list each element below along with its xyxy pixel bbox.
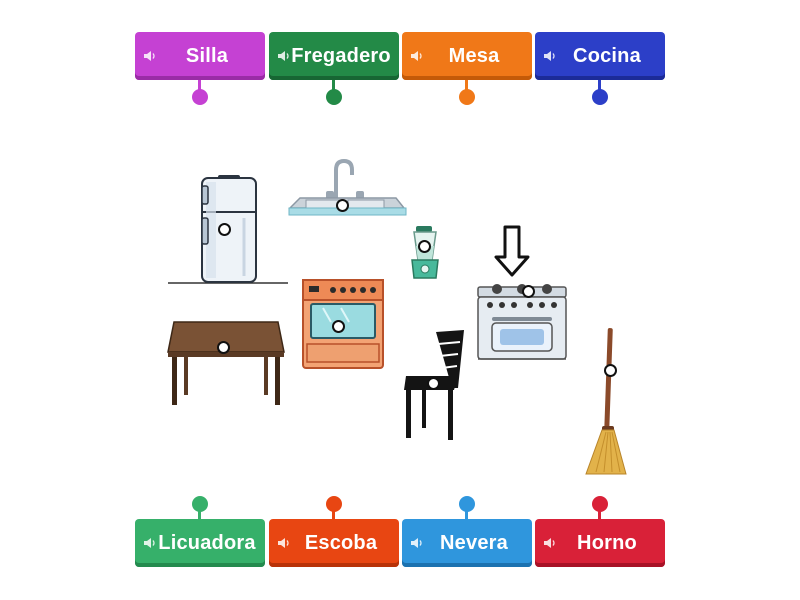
tile-stem [198, 80, 201, 93]
broom-image [585, 328, 627, 475]
arrow-icon [494, 225, 530, 277]
tile-mesa[interactable]: Mesa [402, 32, 532, 80]
tile-label: Cocina [573, 44, 641, 67]
hotspot-circle[interactable] [218, 223, 231, 236]
tile-label: Mesa [448, 44, 500, 67]
tile-label: Nevera [440, 531, 508, 554]
chair-image [404, 330, 464, 440]
tile-licuadora[interactable]: Licuadora [135, 519, 265, 567]
refrigerator-image [168, 175, 288, 284]
tile-label: Escoba [304, 531, 378, 554]
speaker-icon[interactable] [410, 536, 424, 550]
hotspot-circle[interactable] [522, 285, 535, 298]
tile-connector[interactable] [192, 89, 208, 105]
tile-fregadero[interactable]: Fregadero [269, 32, 399, 80]
tile-label: Horno [577, 531, 637, 554]
tile-connector[interactable] [459, 496, 475, 512]
hotspot-circle[interactable] [604, 364, 617, 377]
hotspot-circle[interactable] [427, 377, 440, 390]
tile-horno[interactable]: Horno [535, 519, 665, 567]
tile-nevera[interactable]: Nevera [402, 519, 532, 567]
hotspot-circle[interactable] [418, 240, 431, 253]
tile-connector[interactable] [192, 496, 208, 512]
tile-label: Fregadero [291, 44, 391, 67]
tile-connector[interactable] [592, 89, 608, 105]
speaker-icon[interactable] [143, 49, 157, 63]
tile-connector[interactable] [326, 89, 342, 105]
tile-escoba[interactable]: Escoba [269, 519, 399, 567]
hotspot-circle[interactable] [336, 199, 349, 212]
tile-stem [598, 80, 601, 93]
speaker-icon[interactable] [143, 536, 157, 550]
tile-stem [465, 80, 468, 93]
speaker-icon[interactable] [543, 49, 557, 63]
speaker-icon[interactable] [277, 536, 291, 550]
tile-stem [332, 507, 335, 520]
tile-label: Silla [185, 44, 229, 67]
tile-stem [598, 507, 601, 520]
speaker-icon[interactable] [543, 536, 557, 550]
tile-connector[interactable] [592, 496, 608, 512]
tile-connector[interactable] [459, 89, 475, 105]
sink-image [288, 158, 407, 216]
tile-label: Licuadora [158, 531, 256, 554]
tile-stem [332, 80, 335, 93]
tile-connector[interactable] [326, 496, 342, 512]
tile-cocina[interactable]: Cocina [535, 32, 665, 80]
tile-silla[interactable]: Silla [135, 32, 265, 80]
speaker-icon[interactable] [410, 49, 424, 63]
blender-image [411, 226, 439, 279]
tile-stem [465, 507, 468, 520]
hotspot-circle[interactable] [332, 320, 345, 333]
stove-image [477, 225, 567, 360]
table-image [167, 321, 285, 405]
tile-stem [198, 507, 201, 520]
hotspot-circle[interactable] [217, 341, 230, 354]
speaker-icon[interactable] [277, 49, 291, 63]
